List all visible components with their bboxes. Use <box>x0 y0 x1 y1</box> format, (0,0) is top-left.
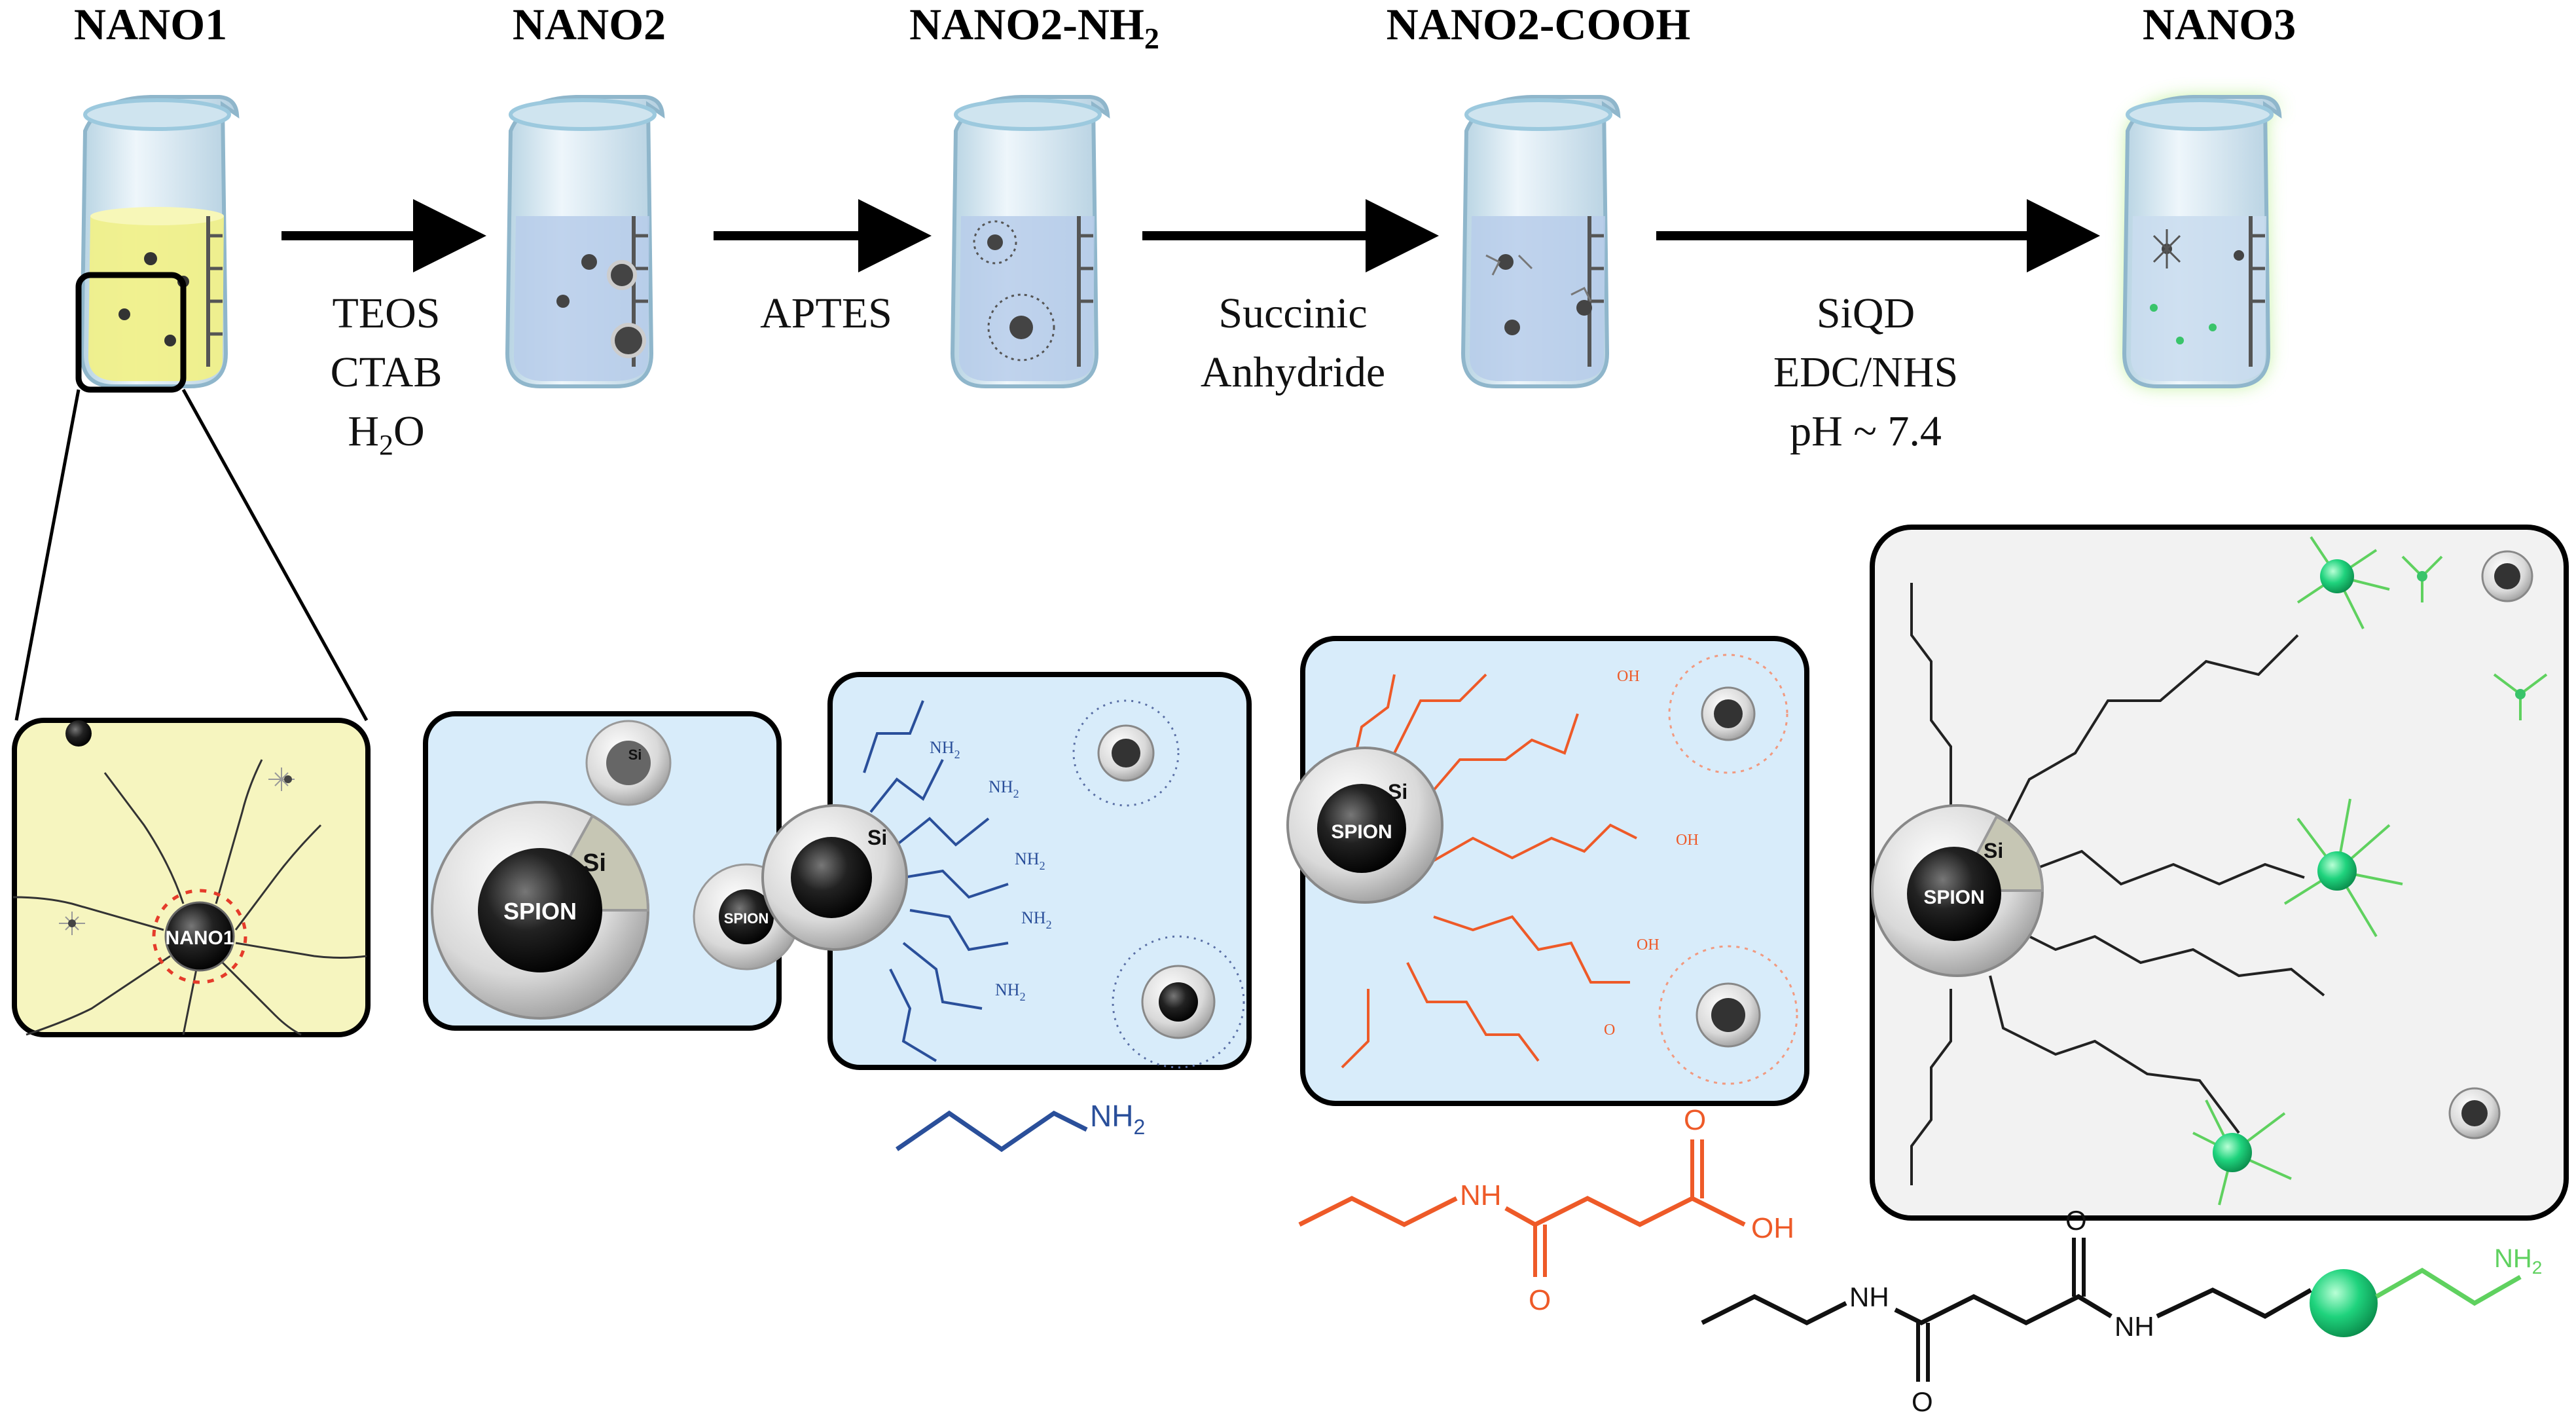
stage-title-nano1: NANO1 <box>74 0 227 49</box>
conj-amine: NH2 <box>2494 1244 2542 1278</box>
acid-carbonyl-o2: O <box>1684 1104 1706 1136</box>
beaker-nano2-nh2 <box>950 95 1110 388</box>
acid-oh: OH <box>1751 1212 1794 1244</box>
stage-title-nano3: NANO3 <box>2143 0 2296 49</box>
nano1-core-label: NANO1 <box>165 927 234 949</box>
zoom-selector <box>75 272 187 393</box>
reagent-ctab: CTAB <box>331 348 443 396</box>
reagent-edc-nhs: EDC/NHS <box>1773 348 1958 396</box>
beaker-nano1 <box>79 95 240 388</box>
reagent-teos: TEOS <box>333 289 441 337</box>
conj-carbonyl-o2: O <box>2065 1205 2087 1236</box>
acid-carbonyl-o1: O <box>1529 1284 1551 1316</box>
reagent-siqd: SiQD <box>1817 289 1915 337</box>
panel-nano2-cooh: OH OH OH O Si SPION <box>1286 636 1809 1106</box>
core-label-small: SPION <box>724 910 769 927</box>
acid-structure: NH O O OH <box>1298 1104 1794 1316</box>
shell-label-cooh: Si <box>1388 780 1407 804</box>
svg-text:OH: OH <box>1617 668 1640 685</box>
conj-amide-nh2: NH <box>2114 1311 2154 1342</box>
reagent-succinic: Succinic <box>1218 289 1367 337</box>
core-label-nano3: SPION <box>1923 887 1984 908</box>
beaker-nano2 <box>505 95 665 388</box>
panel-nano2: Si Si SPION SPION <box>423 711 800 1031</box>
zoom-line-left <box>14 389 81 721</box>
stage-title-nano2-nh2: NANO2-NH2 <box>909 0 1159 55</box>
svg-text:O: O <box>1604 1022 1615 1039</box>
zoom-line-right <box>181 388 369 722</box>
shell-label: Si <box>583 849 606 877</box>
panel-nano3: Si SPION <box>1870 525 2569 1221</box>
reagent-ph: pH ~ 7.4 <box>1790 407 1942 455</box>
stage-title-nano2-cooh: NANO2-COOH <box>1387 0 1691 49</box>
reagent-anhydride: Anhydride <box>1201 348 1385 396</box>
conj-amide-nh1: NH <box>1849 1282 1889 1312</box>
panel-nano1: NANO1 <box>12 718 371 1037</box>
shell-label-small: Si <box>628 747 642 763</box>
amine-label: NH2 <box>1090 1099 1145 1139</box>
reagent-aptes: APTES <box>760 289 892 337</box>
core-label-cooh: SPION <box>1331 821 1392 843</box>
siqd-conjugate-structure: NH O O NH NH2 <box>1701 1205 2542 1417</box>
acid-amide-nh: NH <box>1460 1179 1502 1211</box>
beaker-nano2-cooh <box>1460 95 1621 388</box>
shell-label-nh2: Si <box>867 826 887 849</box>
beaker-nano3 <box>2122 95 2282 388</box>
panel-nano2-nh2: NH2 NH2 NH2 NH2 NH2 Si <box>761 672 1252 1070</box>
conj-carbonyl-o1: O <box>1912 1386 1933 1417</box>
reagent-water: H2O <box>348 407 424 461</box>
shell-label-nano3: Si <box>1984 839 2003 862</box>
amine-structure: NH2 <box>896 1099 1145 1153</box>
stage-title-nano2: NANO2 <box>513 0 666 49</box>
svg-text:OH: OH <box>1637 936 1660 953</box>
svg-text:OH: OH <box>1676 832 1699 849</box>
core-label: SPION <box>503 898 577 925</box>
